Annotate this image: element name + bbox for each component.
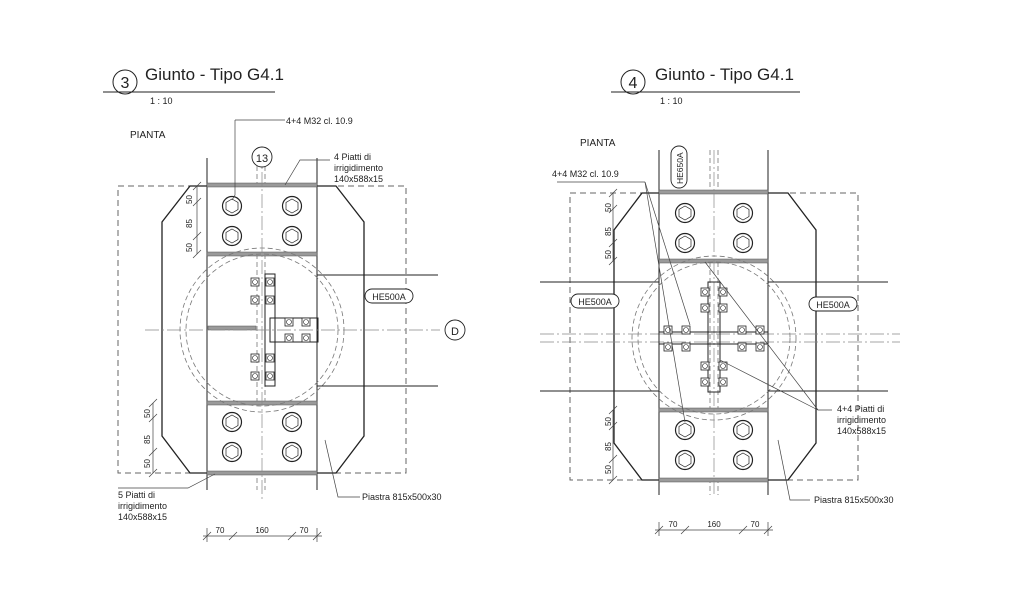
svg-text:140x588x15: 140x588x15 xyxy=(837,426,886,436)
view-scale: 1 : 10 xyxy=(150,96,173,106)
svg-text:85: 85 xyxy=(604,227,613,236)
beam-tag-right: HE500A xyxy=(372,292,406,302)
svg-text:13: 13 xyxy=(256,153,268,165)
svg-text:D: D xyxy=(451,326,459,338)
svg-text:140x588x15: 140x588x15 xyxy=(334,174,383,184)
svg-text:160: 160 xyxy=(255,526,269,535)
svg-text:4 Piatti di: 4 Piatti di xyxy=(334,152,371,162)
label-plate: Piastra 815x500x30 xyxy=(814,495,894,505)
svg-text:50: 50 xyxy=(185,243,194,252)
base-octagon xyxy=(161,185,365,474)
svg-text:50: 50 xyxy=(604,203,613,212)
svg-text:irrigidimento: irrigidimento xyxy=(334,163,383,173)
view-title: Giunto - Tipo G4.1 xyxy=(145,65,284,84)
view-title: Giunto - Tipo G4.1 xyxy=(655,65,794,84)
svg-text:85: 85 xyxy=(185,219,194,228)
svg-text:85: 85 xyxy=(604,442,613,451)
svg-text:5 Piatti di: 5 Piatti di xyxy=(118,490,155,500)
top-plate xyxy=(658,192,769,262)
svg-text:50: 50 xyxy=(143,459,152,468)
section-label: PIANTA xyxy=(130,130,166,141)
svg-text:irrigidimento: irrigidimento xyxy=(837,415,886,425)
svg-text:70: 70 xyxy=(300,526,309,535)
svg-text:70: 70 xyxy=(669,520,678,529)
section-label: PIANTA xyxy=(580,138,616,149)
column-tag: HE650A xyxy=(675,152,685,184)
view-number-bubble xyxy=(620,69,646,95)
svg-text:70: 70 xyxy=(216,526,225,535)
label-plate: Piastra 815x500x30 xyxy=(362,492,442,502)
svg-text:50: 50 xyxy=(604,250,613,259)
view-number: 3 xyxy=(121,75,130,92)
svg-text:4+4 Piatti di: 4+4 Piatti di xyxy=(837,404,884,414)
svg-text:50: 50 xyxy=(143,409,152,418)
view-4: 4 Giunto - Tipo G4.1 1 : 10 PIANTA xyxy=(540,65,900,536)
svg-text:50: 50 xyxy=(604,417,613,426)
svg-text:irrigidimento: irrigidimento xyxy=(118,501,167,511)
view-number-bubble xyxy=(112,69,138,95)
beam-tag-left: HE500A xyxy=(578,297,612,307)
beam-tag-right: HE500A xyxy=(816,300,850,310)
view-number: 4 xyxy=(629,75,638,92)
grid-marker-13 xyxy=(251,146,273,168)
svg-text:85: 85 xyxy=(143,435,152,444)
view-scale: 1 : 10 xyxy=(660,96,683,106)
grid-marker-d xyxy=(444,319,466,341)
svg-text:160: 160 xyxy=(707,520,721,529)
svg-text:50: 50 xyxy=(604,465,613,474)
svg-text:50: 50 xyxy=(185,195,194,204)
label-bolts: 4+4 M32 cl. 10.9 xyxy=(286,116,353,126)
svg-text:140x588x15: 140x588x15 xyxy=(118,512,167,522)
view-3: 3 Giunto - Tipo G4.1 1 : 10 PIANTA xyxy=(103,65,466,542)
bottom-plate xyxy=(658,409,769,481)
svg-text:70: 70 xyxy=(751,520,760,529)
column-core xyxy=(658,260,769,411)
label-bolts: 4+4 M32 cl. 10.9 xyxy=(552,169,619,179)
